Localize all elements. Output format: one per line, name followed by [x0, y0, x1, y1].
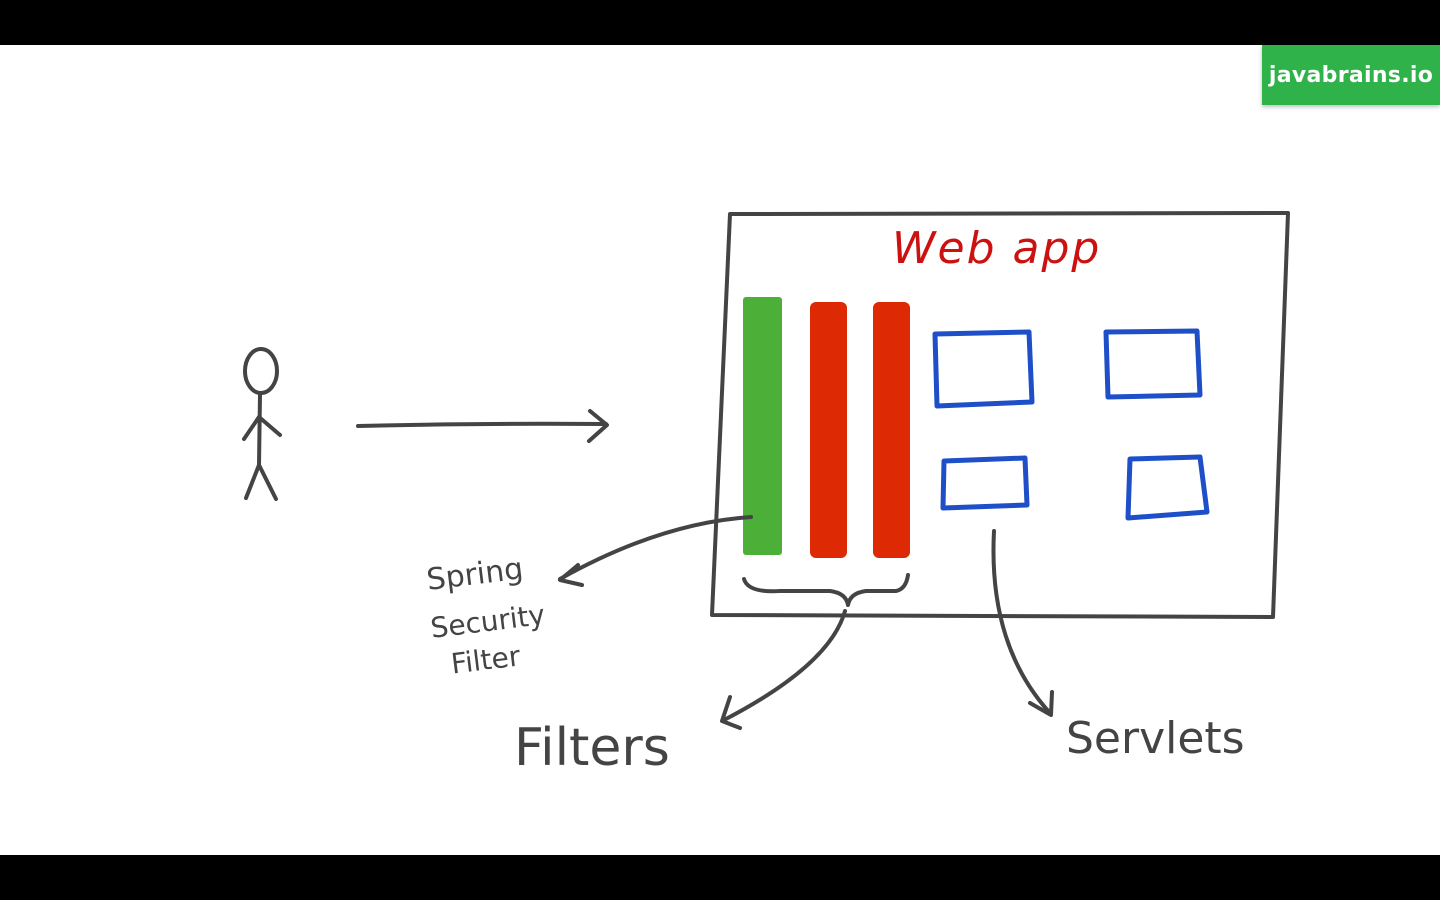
request-arrow-icon — [356, 409, 609, 443]
servlet-box — [932, 329, 1035, 409]
spring-label-line: Filter — [449, 639, 522, 680]
diagram-svg: Web app — [242, 211, 1290, 778]
filter-bar — [810, 302, 847, 558]
letterbox-top — [0, 0, 1440, 45]
servlets-label: Servlets — [1066, 713, 1245, 764]
webapp-title: Web app — [892, 223, 1101, 274]
spring-label-line: Security — [429, 598, 547, 645]
filter-bar — [873, 302, 910, 558]
letterbox-bottom — [0, 855, 1440, 900]
spring-security-filter-label: Spring Security Filter — [425, 551, 547, 680]
brand-badge[interactable]: javabrains.io — [1262, 45, 1440, 105]
webapp-container-box — [710, 211, 1290, 619]
whiteboard-canvas: Web app — [0, 45, 1440, 855]
stick-figure-user-icon — [242, 347, 282, 501]
servlets-pointer-arrow — [991, 529, 1054, 717]
filters-brace — [742, 573, 910, 607]
servlet-box — [1125, 454, 1210, 521]
spring-filter-pointer-arrow — [558, 515, 753, 587]
filters-pointer-arrow — [720, 609, 847, 730]
spring-security-filter-bar — [743, 297, 782, 555]
spring-label-line: Spring — [425, 551, 525, 598]
servlet-box — [1103, 328, 1203, 400]
servlet-box — [940, 455, 1030, 511]
brand-label: javabrains.io — [1268, 62, 1434, 88]
filters-label: Filters — [514, 718, 670, 778]
